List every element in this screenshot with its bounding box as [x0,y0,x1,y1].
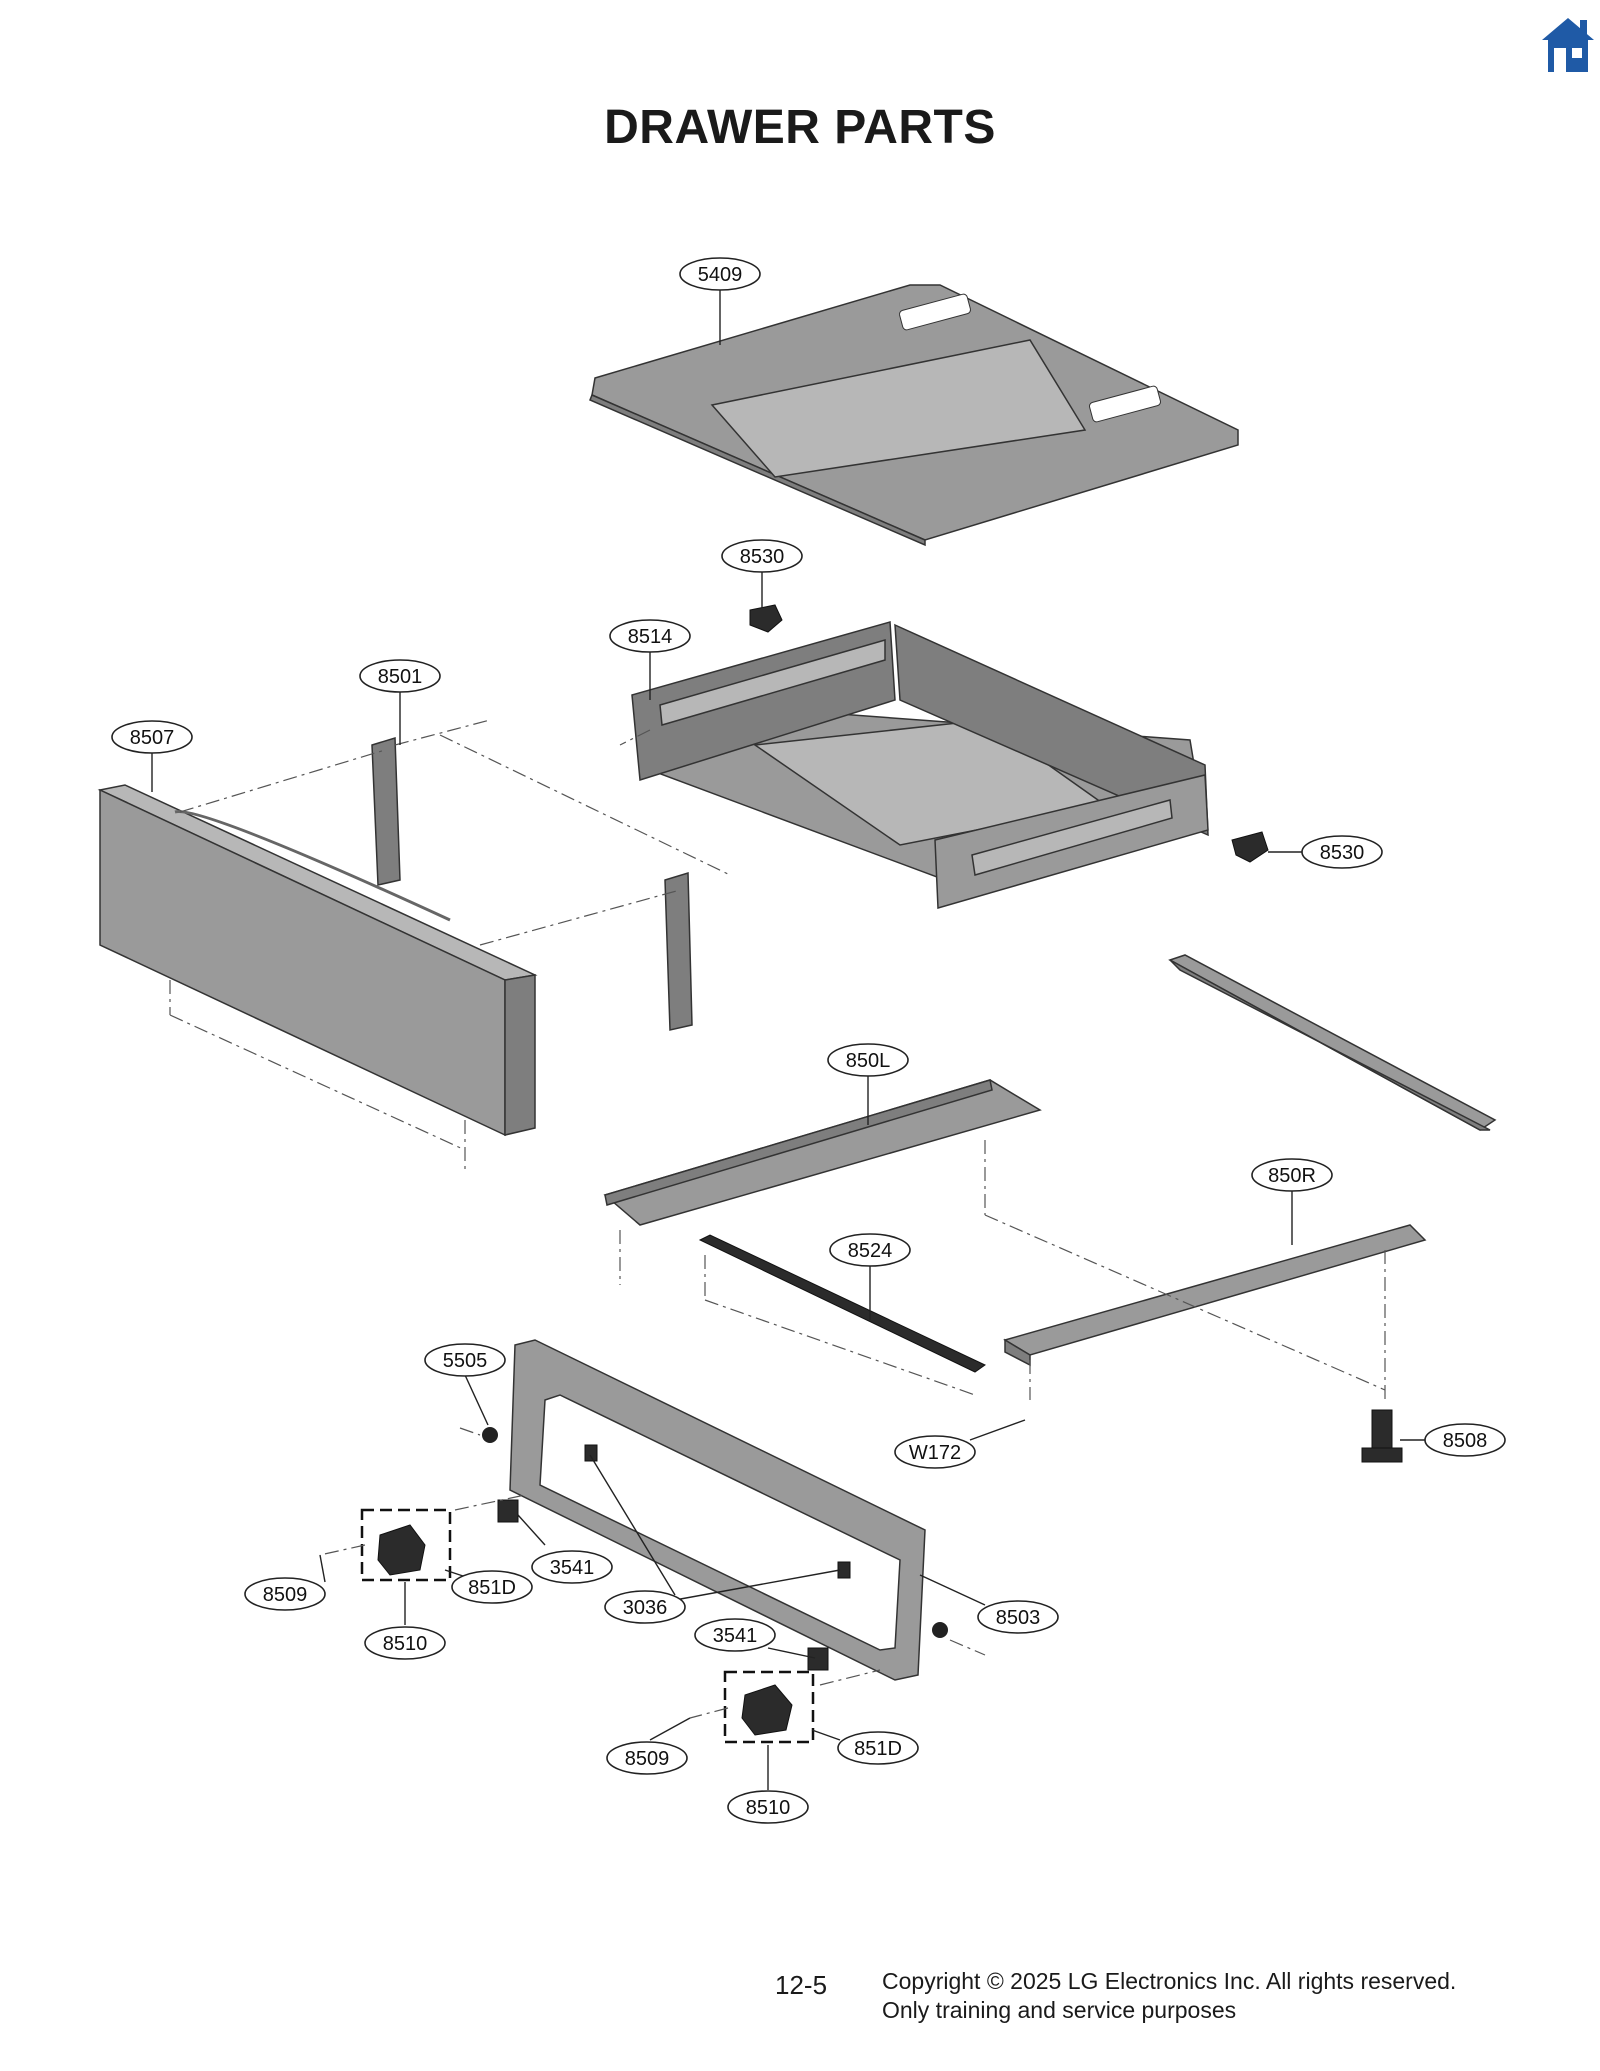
callout-3541-right[interactable]: 3541 [694,1618,776,1652]
slide-rail-upper-right [1168,954,1497,1131]
callout-8510-right[interactable]: 8510 [727,1790,809,1824]
svg-text:851D: 851D [854,1738,902,1760]
hinge-assembly-8510-right [723,1670,815,1744]
svg-text:5505: 5505 [443,1350,488,1372]
callout-851D-right[interactable]: 851D [837,1731,919,1765]
callout-8509-left[interactable]: 8509 [244,1577,326,1611]
top-cover-5409 [589,284,1239,547]
leveler-8508 [1361,1409,1403,1463]
callout-5409[interactable]: 5409 [679,257,761,291]
svg-text:8509: 8509 [625,1748,670,1770]
callout-8530-top[interactable]: 8530 [721,539,803,573]
svg-text:3541: 3541 [550,1557,595,1579]
svg-text:8508: 8508 [1443,1430,1488,1452]
callout-8514[interactable]: 8514 [609,619,691,653]
copyright-line-2: Only training and service purposes [882,1997,1237,2023]
svg-text:8530: 8530 [740,546,785,568]
callout-leaders [151,290,1425,1790]
assembly-guide-lines [169,719,1386,1719]
svg-text:8510: 8510 [383,1633,428,1655]
clip-3541-left [497,1499,519,1523]
frame-8503 [509,1339,926,1681]
callout-3036[interactable]: 3036 [604,1590,686,1624]
callout-851D-left[interactable]: 851D [451,1570,533,1604]
callout-8530-right[interactable]: 8530 [1301,835,1383,869]
svg-text:5409: 5409 [698,264,743,286]
drawer-tub-8514 [631,621,1209,909]
copyright-line-1: Copyright © 2025 LG Electronics Inc. All… [882,1968,1457,1994]
svg-text:W172: W172 [909,1442,961,1464]
svg-text:8514: 8514 [628,626,673,648]
callout-8524[interactable]: 8524 [829,1233,911,1267]
callout-8510-left[interactable]: 8510 [364,1626,446,1660]
callout-850R[interactable]: 850R [1251,1158,1333,1192]
clip-3036-upper [584,1444,598,1462]
svg-text:851D: 851D [468,1577,516,1599]
svg-text:8524: 8524 [848,1240,893,1262]
callout-8503[interactable]: 8503 [977,1600,1059,1634]
callout-W172[interactable]: W172 [894,1435,976,1469]
svg-text:850R: 850R [1268,1165,1316,1187]
clip-3541-right [807,1647,829,1671]
svg-text:8509: 8509 [263,1584,308,1606]
hinge-assembly-8510-left [360,1508,452,1582]
callout-8501[interactable]: 8501 [359,659,441,693]
callout-8509-right[interactable]: 8509 [606,1741,688,1775]
page-title: DRAWER PARTS [604,101,996,154]
svg-text:8507: 8507 [130,727,175,749]
slide-rail-850R [1003,1224,1427,1367]
callout-5505[interactable]: 5505 [424,1343,506,1377]
stopper-8530-top [749,604,783,633]
svg-text:8510: 8510 [746,1797,791,1819]
drawer-front-8507 [97,784,538,1137]
strip-8524 [698,1234,986,1373]
svg-text:8503: 8503 [996,1607,1041,1629]
cap-5505-left [482,1427,498,1443]
bracket-8501-right [664,871,693,1031]
page-number: 12-5 [775,1970,828,2000]
callout-8507[interactable]: 8507 [111,720,193,754]
svg-text:3541: 3541 [713,1625,758,1647]
svg-text:3036: 3036 [623,1597,668,1619]
bracket-8501-left [371,736,401,886]
callout-8508[interactable]: 8508 [1424,1423,1506,1457]
stopper-8530-right [1231,831,1269,863]
home-icon[interactable] [1540,14,1596,76]
svg-text:8530: 8530 [1320,842,1365,864]
cap-5505-right [932,1622,948,1638]
slide-rail-850L [603,1079,1042,1226]
callout-3541-left[interactable]: 3541 [531,1550,613,1584]
svg-text:850L: 850L [846,1050,891,1072]
callout-850L[interactable]: 850L [827,1043,909,1077]
svg-text:8501: 8501 [378,666,423,688]
